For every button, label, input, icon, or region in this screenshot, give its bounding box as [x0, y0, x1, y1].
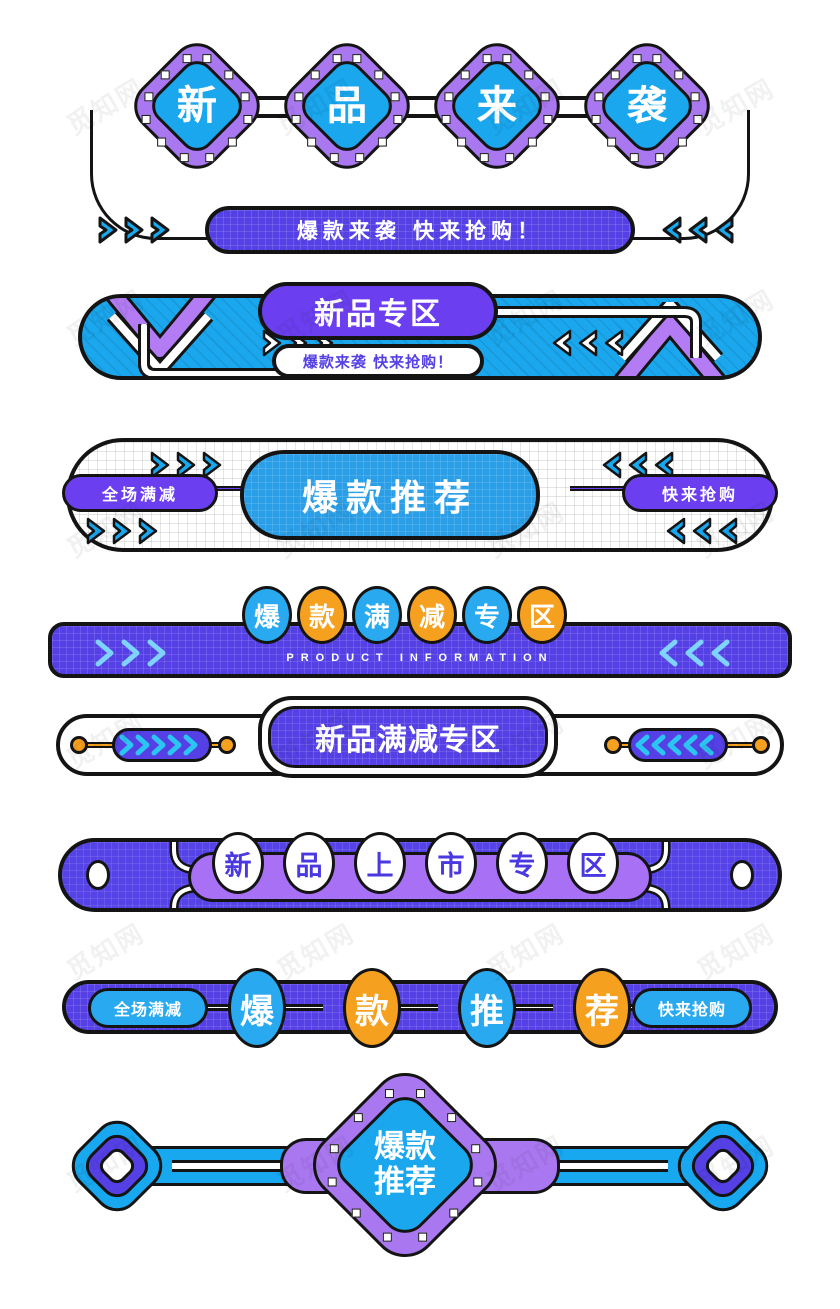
oval-badge-4[interactable]: 荐 [573, 968, 631, 1048]
banner-5-new-product-discount[interactable]: 新品满减专区 [0, 696, 840, 792]
oval-badge-5[interactable]: 专 [496, 832, 548, 894]
banner-5-dot-left-inner [218, 736, 236, 754]
banner-6-new-arrival-zone[interactable]: 新 品 上 市 专 区 [0, 818, 840, 922]
ring-mid [78, 1127, 156, 1205]
diamond-label: 新 [177, 83, 217, 129]
chevron-group-left [119, 734, 198, 756]
banner-4-hot-discount-zone[interactable]: 爆 款 满 减 专 区 PRODUCT INFORMATION [0, 578, 840, 684]
diamond-label: 来 [477, 83, 517, 129]
chevron-group-top-right[interactable] [600, 448, 692, 482]
banner-2-subtitle-pill[interactable]: 爆款来袭 快来抢购！ [272, 344, 484, 378]
oval-badge-3[interactable]: 推 [458, 968, 516, 1048]
banner-2-wire-right [478, 306, 702, 358]
banner-collection-canvas: 新 品 [0, 18, 840, 1272]
banner-5-dot-right-inner [604, 736, 622, 754]
banner-8-diamond[interactable]: 爆款 推荐 [298, 1058, 512, 1272]
banner-5-headline-capsule[interactable]: 新品满减专区 [258, 696, 558, 778]
chevron-pill-left[interactable] [112, 728, 212, 762]
chevron-group-bottom-right[interactable] [664, 514, 756, 548]
oval-badge-4[interactable]: 市 [425, 832, 477, 894]
banner-8-headline-line2: 推荐 [374, 1164, 436, 1200]
banner-3-connector-right [570, 486, 630, 491]
banner-6-hole-right [730, 860, 754, 890]
chevron-group-left[interactable] [92, 636, 184, 670]
circle-badge-6[interactable]: 区 [517, 586, 567, 644]
banner-1-slogan-pill[interactable]: 爆款来袭 快来抢购！ [205, 206, 635, 254]
banner-1-diamond-chain[interactable]: 新 品 [0, 18, 840, 268]
oval-badge-1[interactable]: 新 [212, 832, 264, 894]
banner-5-dot-left-outer [70, 736, 88, 754]
banner-3-right-badge[interactable]: 快来抢购 [622, 474, 778, 512]
banner-7-left-badge[interactable]: 全场满减 [88, 988, 208, 1028]
banner-7-link-4 [513, 1004, 553, 1011]
banner-2-subtitle-text: 爆款来袭 快来抢购！ [302, 352, 454, 371]
banner-4-tagline: PRODUCT INFORMATION [286, 652, 554, 664]
banner-8-big-diamond[interactable]: 爆款 推荐 [0, 1058, 840, 1272]
oval-badge-2[interactable]: 品 [283, 832, 335, 894]
ring-core [701, 1144, 745, 1188]
diamond-label: 品 [327, 83, 367, 129]
banner-7-hot-recommend-ovals[interactable]: 全场满减 快来抢购 爆 款 推 荐 [0, 958, 840, 1054]
chevron-group-right[interactable] [656, 636, 748, 670]
circle-badge-3[interactable]: 满 [352, 586, 402, 644]
banner-8-ring-right[interactable] [667, 1110, 779, 1222]
banner-3-hot-recommend[interactable]: 全场满减 快来抢购 爆款推荐 [0, 432, 840, 558]
circle-badge-5[interactable]: 专 [462, 586, 512, 644]
chevron-group-right [635, 734, 714, 756]
banner-7-link-2 [283, 1004, 323, 1011]
banner-2-headline-pill[interactable]: 新品专区 [258, 282, 498, 340]
banner-5-headline-text: 新品满减专区 [268, 706, 548, 768]
banner-3-headline-pill[interactable]: 爆款推荐 [240, 450, 540, 540]
ring-core [95, 1144, 139, 1188]
banner-7-link-3 [398, 1004, 438, 1011]
banner-3-headline-text: 爆款推荐 [301, 478, 478, 519]
circle-badge-1[interactable]: 爆 [242, 586, 292, 644]
diamond-label: 袭 [627, 83, 667, 129]
chevron-pill-right[interactable] [628, 728, 728, 762]
circle-badge-4[interactable]: 减 [407, 586, 457, 644]
banner-8-headline-line1: 爆款 [374, 1129, 436, 1166]
banner-2-headline-text: 新品专区 [314, 297, 442, 332]
banner-7-right-badge[interactable]: 快来抢购 [632, 988, 752, 1028]
banner-2-new-product-zone[interactable]: 新品专区 爆款来袭 快来抢购！ [0, 282, 840, 392]
banner-3-left-badge[interactable]: 全场满减 [62, 474, 218, 512]
banner-8-headline: 爆款 推荐 [333, 1093, 477, 1237]
banner-1-slogan-text: 爆款来袭 快来抢购！ [296, 219, 544, 243]
circle-badge-2[interactable]: 款 [297, 586, 347, 644]
banner-2-wire-left [138, 324, 362, 376]
oval-badge-6[interactable]: 区 [567, 832, 619, 894]
chevron-group-bottom-left[interactable] [84, 514, 176, 548]
banner-6-hole-left [86, 860, 110, 890]
chevron-group-top-left[interactable] [148, 448, 240, 482]
chevron-group-right[interactable] [648, 210, 736, 250]
oval-badge-3[interactable]: 上 [354, 832, 406, 894]
banner-7-link-1 [198, 1004, 238, 1011]
oval-badge-2[interactable]: 款 [343, 968, 401, 1048]
ring-mid [684, 1127, 762, 1205]
oval-badge-1[interactable]: 爆 [228, 968, 286, 1048]
banner-5-dot-right-outer [752, 736, 770, 754]
chevron-group-right[interactable] [550, 326, 640, 360]
banner-8-ring-left[interactable] [61, 1110, 173, 1222]
chevron-group-left[interactable] [96, 210, 184, 250]
